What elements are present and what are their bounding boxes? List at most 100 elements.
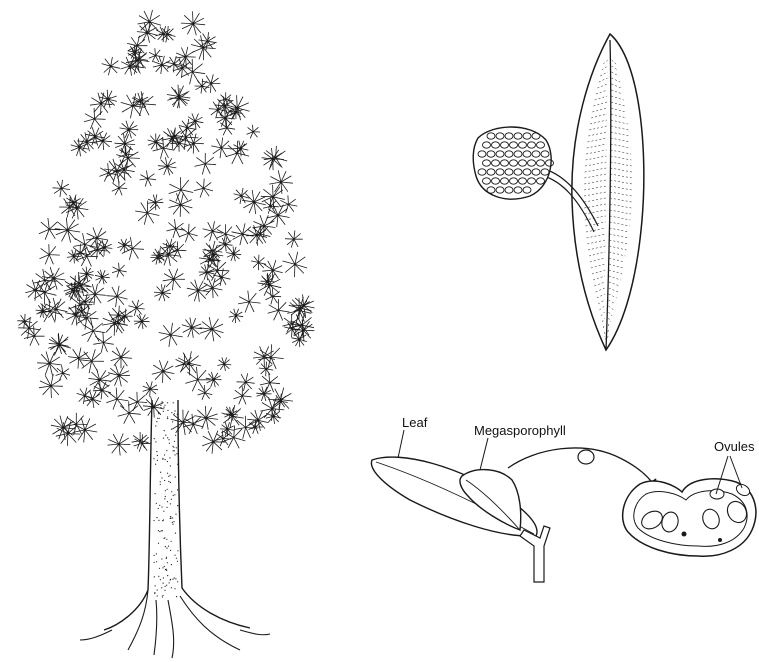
section-dot-2 xyxy=(718,538,722,542)
leaf-whorl xyxy=(182,318,202,338)
leaf-whorl xyxy=(169,177,193,201)
stipple-dot xyxy=(175,476,176,477)
stipple-dot xyxy=(173,447,174,448)
leaf-whorl xyxy=(264,146,287,168)
stipple-dot xyxy=(156,561,157,562)
leaf-whorl xyxy=(259,362,273,377)
leaf-whorl xyxy=(122,237,144,260)
stipple-dot xyxy=(158,413,159,414)
stipple-dot xyxy=(163,577,164,578)
leaf-whorl xyxy=(111,347,132,368)
tree-illustration xyxy=(17,10,314,658)
stipple-dot xyxy=(174,577,175,578)
leaf-whorl xyxy=(159,26,175,43)
stipple-dot xyxy=(172,517,173,518)
leaf-whorl xyxy=(152,360,175,383)
stipple-dot xyxy=(159,505,160,506)
stipple-dot xyxy=(176,447,177,448)
stipple-dot xyxy=(174,454,175,455)
stipple-dot xyxy=(166,539,167,540)
stipple-dot xyxy=(169,582,170,583)
leaf-whorl xyxy=(158,157,177,175)
stipple-dot xyxy=(170,475,171,476)
tree-roots xyxy=(80,590,270,658)
leaf-whorl xyxy=(203,278,223,298)
stipple-dot xyxy=(173,495,174,496)
stipple-dot xyxy=(171,491,172,492)
stipple-dot xyxy=(171,564,172,565)
section-dot-1 xyxy=(682,532,687,537)
leaf-whorl xyxy=(134,314,150,329)
leaf-whorl xyxy=(198,385,213,400)
stipple-dot xyxy=(173,521,174,522)
stipple-dot xyxy=(177,561,178,562)
stipple-dot xyxy=(155,464,156,465)
stipple-dot xyxy=(158,576,159,577)
stipple-dot xyxy=(156,451,157,452)
stipple-dot xyxy=(164,566,165,567)
leaf-whorl xyxy=(247,125,261,139)
stipple-dot xyxy=(174,413,175,414)
stipple-dot xyxy=(159,568,160,569)
stipple-dot xyxy=(176,596,177,597)
leaf-leader-line xyxy=(398,430,404,458)
leaf-whorl xyxy=(112,263,127,278)
stipple-dot xyxy=(170,516,171,517)
stipple-dot xyxy=(177,505,178,506)
stipple-dot xyxy=(160,407,161,408)
leaf-whorl xyxy=(24,326,45,346)
stipple-dot xyxy=(166,585,167,586)
leaf-whorl xyxy=(115,134,136,155)
stipple-dot xyxy=(167,501,168,502)
stipple-dot xyxy=(170,503,171,504)
leaf-whorl xyxy=(220,422,234,436)
leaf-whorl xyxy=(96,240,112,256)
stipple-dot xyxy=(165,490,166,491)
leaf-whorl xyxy=(185,367,210,391)
stipple-dot xyxy=(175,514,176,515)
stipple-dot xyxy=(175,410,176,411)
leaf-whorl xyxy=(202,431,225,454)
stipple-dot xyxy=(162,595,163,596)
stipple-dot xyxy=(156,517,157,518)
stipple-dot xyxy=(171,587,172,588)
leaf-whorl xyxy=(80,267,94,281)
leaf-whorl xyxy=(53,180,70,197)
leaf-whorl xyxy=(234,188,250,204)
trunk-texture xyxy=(153,401,178,597)
leaf-whorl xyxy=(234,386,252,404)
stipple-dot xyxy=(167,461,168,462)
leaf-whorl xyxy=(195,406,219,430)
stipple-dot xyxy=(176,453,177,454)
stipple-dot xyxy=(161,402,162,403)
stipple-dot xyxy=(165,586,166,587)
stipple-dot xyxy=(162,567,163,568)
leaf-whorl xyxy=(222,405,244,427)
stipple-dot xyxy=(175,533,176,534)
stipple-dot xyxy=(164,405,165,406)
cross-section-illustration xyxy=(623,456,756,556)
stipple-dot xyxy=(171,541,172,542)
leaf-whorl xyxy=(232,223,254,245)
stipple-dot xyxy=(155,425,156,426)
leaf-whorl xyxy=(211,138,232,159)
leaf-whorl xyxy=(51,416,76,440)
stipple-dot xyxy=(168,546,169,547)
stipple-dot xyxy=(166,507,167,508)
stipple-dot xyxy=(166,548,167,549)
stipple-dot xyxy=(160,405,161,406)
leaf-whorl xyxy=(153,56,171,74)
leaf-whorl xyxy=(166,56,182,72)
stipple-dot xyxy=(161,506,162,507)
stipple-dot xyxy=(157,418,158,419)
leaf-whorl xyxy=(187,280,210,302)
leaf-whorl xyxy=(48,333,71,355)
leaf-label: Leaf xyxy=(402,416,427,429)
stipple-dot xyxy=(163,583,164,584)
leaf-whorl xyxy=(169,193,193,217)
leaf-whorl xyxy=(99,90,117,109)
leaf-whorl xyxy=(88,369,110,391)
stipple-dot xyxy=(172,446,173,447)
stipple-dot xyxy=(163,511,164,512)
stipple-dot xyxy=(158,543,159,544)
